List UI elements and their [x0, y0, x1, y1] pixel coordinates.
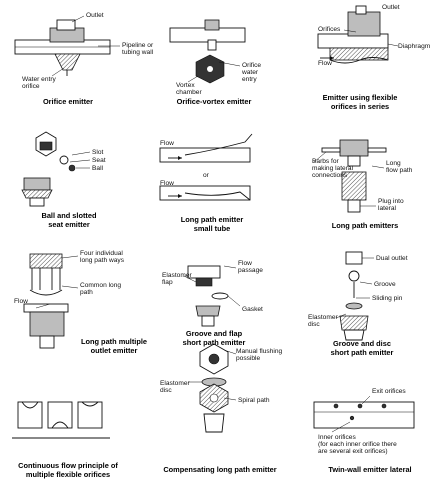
or-label: or	[203, 172, 209, 179]
long-path-emitters-drawing	[313, 139, 387, 213]
twin-wall-lateral-drawing	[313, 395, 415, 433]
elastomer-disc11-label: Elastomer disc	[160, 380, 190, 394]
ball-seat-caption: Ball and slotted seat emitter	[41, 211, 97, 229]
long-flow-path-label: Long flow path	[386, 160, 413, 174]
multiple-outlet-caption: Long path multiple outlet emitter	[80, 337, 148, 355]
groove-flap-caption: Groove and flap short path emitter	[182, 329, 246, 347]
outlet-label: Outlet	[86, 12, 104, 19]
orifice-vortex-emitter-drawing	[169, 19, 246, 84]
compensating-emitter-drawing	[188, 343, 237, 433]
orifice-emitter-drawing	[14, 15, 120, 77]
flow-passage-label: Flow passage	[238, 260, 263, 274]
barbs-label: Barbs for making lateral connections	[312, 158, 354, 179]
small-tube-caption: Long path emitter small tube	[180, 215, 244, 233]
orifice-water-entry-label: Orifice water entry	[242, 62, 262, 83]
exit-orifices-label: Exit orifices	[372, 388, 406, 395]
orifice-vortex-caption: Orifice-vortex emitter	[176, 97, 252, 106]
groove-flap-emitter-drawing	[183, 265, 241, 327]
slot-label: Slot	[92, 149, 104, 156]
vortex-chamber-label: Vortex chamber	[176, 82, 202, 96]
groove-label: Groove	[374, 281, 396, 288]
gasket-label: Gasket	[242, 306, 263, 313]
orifice-emitter-caption: Orifice emitter	[42, 97, 94, 106]
spiral-path-label: Spiral path	[238, 397, 270, 404]
continuous-flow-caption: Continuous flow principle of multiple fl…	[18, 461, 118, 479]
long-path-multiple-outlet-drawing	[23, 253, 79, 349]
flexible-orifices-caption: Emitter using flexible orifices in serie…	[322, 93, 398, 111]
elastomer-disc9-label: Elastomer disc	[308, 314, 338, 328]
groove-disc-caption: Groove and disc short path emitter	[330, 339, 394, 357]
flexible-orifices-emitter-drawing	[317, 5, 399, 64]
compensating-caption: Compensating long path emitter	[163, 465, 277, 474]
orifices-label: Orifices	[318, 26, 341, 33]
plug-label: Plug into lateral	[378, 198, 404, 212]
four-paths-label: Four individual long path ways	[80, 250, 124, 264]
diaphragm-label: Diaphragm	[398, 43, 431, 50]
elastomer-flap-label: Elastomer flap	[162, 272, 192, 286]
flow7-label: Flow	[14, 298, 28, 305]
inner-orifices-label: Inner orifices (for each inner orifice t…	[318, 434, 397, 455]
long-path-caption: Long path emitters	[331, 221, 399, 230]
long-path-small-tube-drawing	[159, 133, 253, 201]
flow3-label: Flow	[318, 60, 332, 67]
groove-disc-emitter-drawing	[335, 251, 374, 341]
manual-flushing-label: Manual flushing possible	[236, 348, 283, 362]
common-path-label: Common long path	[80, 282, 122, 296]
continuous-flow-drawing	[12, 401, 110, 439]
flow5a-label: Flow	[160, 140, 174, 147]
pipeline-label: Pipeline or tubing wall	[122, 42, 154, 56]
ball-slotted-seat-drawing	[21, 131, 91, 207]
outlet3-label: Outlet	[382, 4, 400, 11]
seat-label: Seat	[92, 157, 106, 164]
dual-outlet-label: Dual outlet	[376, 255, 408, 262]
sliding-pin-label: Sliding pin	[372, 295, 403, 302]
twin-wall-caption: Twin-wall emitter lateral	[328, 465, 412, 474]
ball-label: Ball	[92, 165, 103, 172]
flow5b-label: Flow	[160, 180, 174, 187]
water-entry-label: Water entry orifice	[22, 76, 56, 90]
